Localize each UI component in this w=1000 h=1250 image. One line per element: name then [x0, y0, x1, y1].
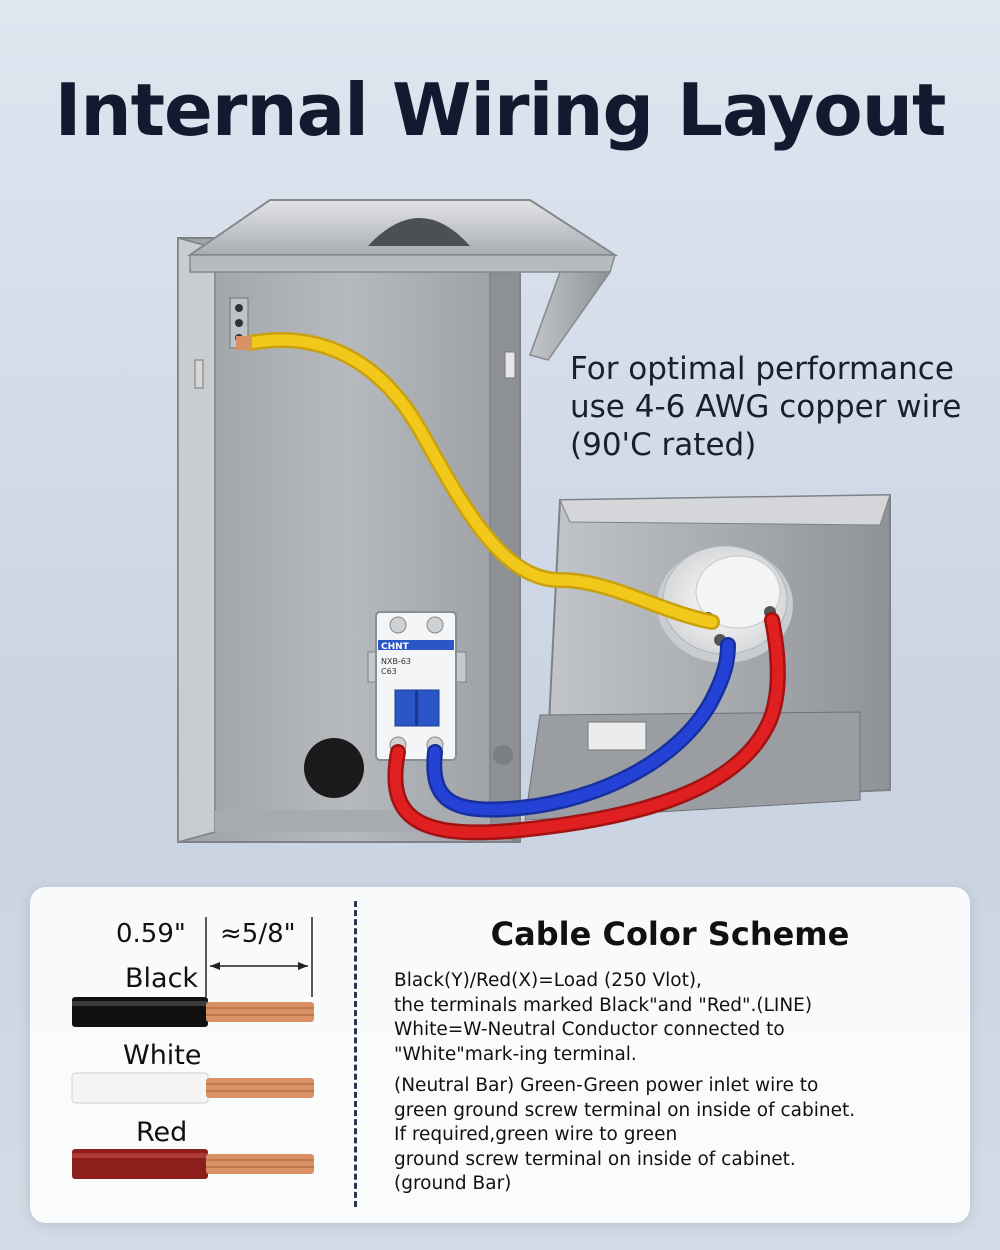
scheme-line: (Neutral Bar) Green-Green power inlet wi…: [394, 1075, 819, 1096]
scheme-line: If required,green wire to green: [394, 1124, 678, 1145]
scheme-line: "White"mark-ing terminal.: [394, 1043, 637, 1065]
scheme-line: (ground Bar): [394, 1173, 512, 1194]
note-line: (90'C rated): [570, 427, 757, 463]
ground-bar: [229, 297, 249, 349]
wire-label-red: Red: [136, 1117, 188, 1148]
red-wire-copper: [206, 1154, 314, 1174]
knockout-hole: [304, 738, 364, 798]
white-wire-copper: [206, 1078, 314, 1098]
white-wire-insulation: [71, 1072, 209, 1104]
scheme-title: Cable Color Scheme: [490, 915, 850, 953]
enclosure-box: [177, 236, 521, 844]
breaker-brand: CHNT: [381, 642, 410, 652]
enclosure-lid: [186, 199, 619, 361]
section-divider: [354, 901, 357, 1207]
wire-recommendation-note: For optimal performance use 4-6 AWG copp…: [570, 350, 990, 464]
cable-info-card: 0.59" ≈5/8" Black White Red Cable Color …: [30, 887, 970, 1223]
power-inlet: [657, 545, 793, 663]
wires: [236, 332, 786, 841]
breaker-rating: C63: [381, 667, 397, 676]
enclosure-illustration: CHNT NXB-63 C63: [177, 199, 891, 844]
wire-label-black: Black: [125, 963, 199, 994]
insulation-dimension: 0.59": [116, 919, 186, 949]
strip-length-dimension: ≈5/8": [220, 919, 296, 949]
scheme-line: White=W-Neutral Conductor connected to: [394, 1019, 785, 1040]
circuit-breaker: CHNT NXB-63 C63: [375, 611, 457, 761]
note-line: For optimal performance: [570, 351, 954, 387]
scheme-paragraph-ground: (Neutral Bar) Green-Green power inlet wi…: [394, 1074, 954, 1197]
wire-label-white: White: [123, 1040, 202, 1071]
scheme-line: the terminals marked Black"and "Red".(LI…: [394, 994, 813, 1016]
scheme-paragraph-load: Black(Y)/Red(X)=Load (250 Vlot), the ter…: [394, 969, 954, 1067]
page-title: Internal Wiring Layout: [54, 68, 947, 152]
scheme-line: Black(Y)/Red(X)=Load (250 Vlot),: [394, 970, 702, 991]
note-line: use 4-6 AWG copper wire: [570, 389, 962, 425]
scheme-line: ground screw terminal on inside of cabin…: [394, 1148, 796, 1170]
scheme-line: green ground screw terminal on inside of…: [394, 1099, 856, 1121]
cable-strip-diagram: [71, 917, 314, 1179]
breaker-model: NXB-63: [381, 657, 411, 666]
black-wire-copper: [206, 1002, 314, 1022]
